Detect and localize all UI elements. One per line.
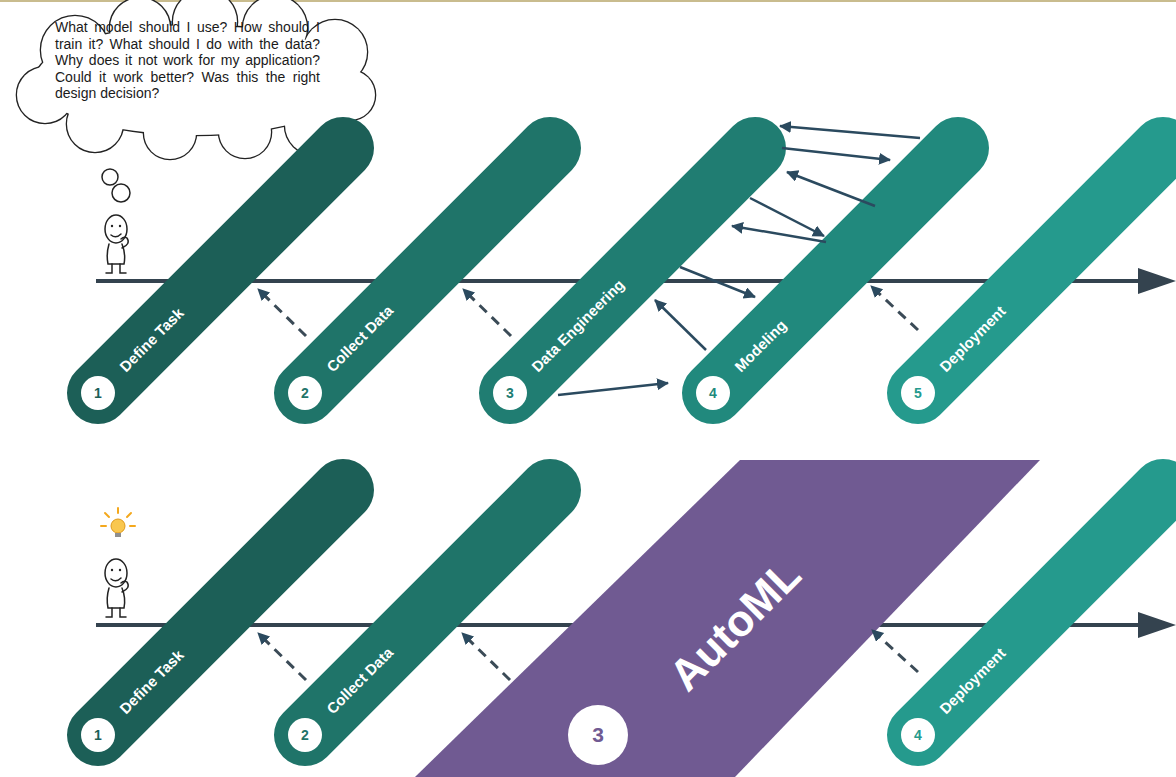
figure-head [105,559,127,587]
timeline-arrowhead [1138,612,1176,638]
dashed-feedback-arrow [258,289,306,336]
figure-head [105,215,127,243]
figure-arm [121,581,128,592]
dashed-feedback-arrow [463,289,511,336]
band-shape [918,490,1163,735]
figure-mouth [111,578,121,581]
iteration-arrow [558,383,668,395]
top-rule [0,0,1176,2]
figure-eye [111,569,113,571]
figure-body [107,244,124,264]
bulb-base [115,533,121,537]
dashed-feedback-arrow [462,633,510,680]
figure-arm [121,237,128,248]
dashed-feedback-arrow [871,286,918,330]
cloud-fill [219,106,271,158]
lightbulb [101,508,135,537]
iteration-arrow [655,300,706,350]
stick-figure [105,559,128,617]
figure-eye [119,225,121,227]
iteration-arrow [787,172,875,206]
step-number: 4 [696,376,730,410]
step-number: 5 [901,376,935,410]
thought-text: What model should I use? How should I tr… [55,19,320,102]
cloud-fill [144,107,196,159]
iteration-arrow [780,126,920,138]
thought-bubble [112,184,130,202]
connector-group [258,126,920,680]
figure-eye [111,225,113,227]
step-number: 3 [493,376,527,410]
cloud-fill [67,96,123,152]
iteration-arrow [750,198,824,236]
step-number: 4 [901,718,935,752]
step-number: 1 [81,718,115,752]
band-shape [918,148,1163,393]
step-number: 2 [288,376,322,410]
iteration-arrow [732,226,826,242]
step-number: 1 [81,376,115,410]
iteration-arrow [782,148,890,160]
timeline-arrowhead [1138,268,1176,294]
figure-legs [106,264,126,273]
figure-body [107,588,124,608]
cloud-outline [219,106,271,158]
bulb-glass [111,519,125,533]
figure-mouth [111,234,121,237]
dashed-feedback-arrow [872,630,918,672]
node-outline [887,459,1176,766]
stage-band: Deployment5 [887,117,1176,424]
figure-eye [119,569,121,571]
stage-band: Deployment4 [887,459,1176,766]
node-outline [887,117,1176,424]
stick-figure [105,215,128,273]
figure-legs [106,608,126,617]
thought-bubble [102,169,118,185]
dashed-feedback-arrow [258,633,306,680]
step-number: 3 [568,705,628,765]
step-number: 2 [288,718,322,752]
thought-bubbles [102,169,130,202]
cloud-outline [67,96,123,152]
cloud-outline [144,107,196,159]
iteration-arrow [680,267,755,297]
